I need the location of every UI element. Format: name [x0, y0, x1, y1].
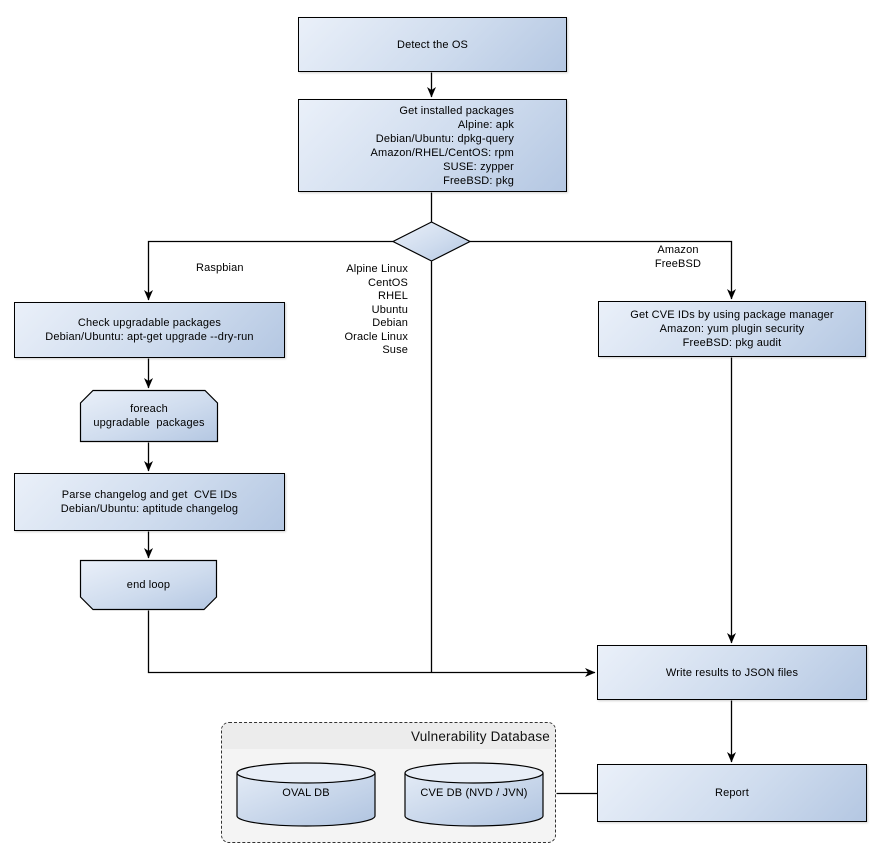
node-check-upgradable-packages: Check upgradable packages Debian/Ubuntu:… [14, 302, 285, 358]
edge-endloop-to-write [147, 610, 596, 677]
node-detect-os: Detect the OS [298, 17, 567, 72]
vulnerability-database-title: Vulnerability Database [222, 723, 555, 749]
node-end-loop-label: end loop [126, 579, 171, 591]
node-report: Report [597, 764, 867, 822]
node-parse-changelog: Parse changelog and get CVE IDs Debian/U… [14, 473, 285, 531]
edge-label-raspbian: Raspbian [196, 262, 244, 274]
node-get-cve-ids: Get CVE IDs by using package manager Ama… [598, 301, 866, 357]
edge-label-amazon-freebsd: Amazon FreeBSD [654, 244, 702, 270]
decision-diamond [391, 221, 472, 262]
cve-db-label: CVE DB (NVD / JVN) [420, 787, 528, 799]
node-get-installed-packages: Get installed packages Alpine: apk Debia… [298, 99, 567, 192]
node-write-results: Write results to JSON files [597, 645, 867, 700]
edge-label-os-list: Alpine Linux CentOS RHEL Ubuntu Debian O… [344, 263, 408, 356]
oval-db-label: OVAL DB [282, 787, 330, 799]
node-foreach-label: foreach upgradable packages [93, 403, 205, 429]
vulnerability-database-container: Vulnerability Database [221, 722, 556, 843]
